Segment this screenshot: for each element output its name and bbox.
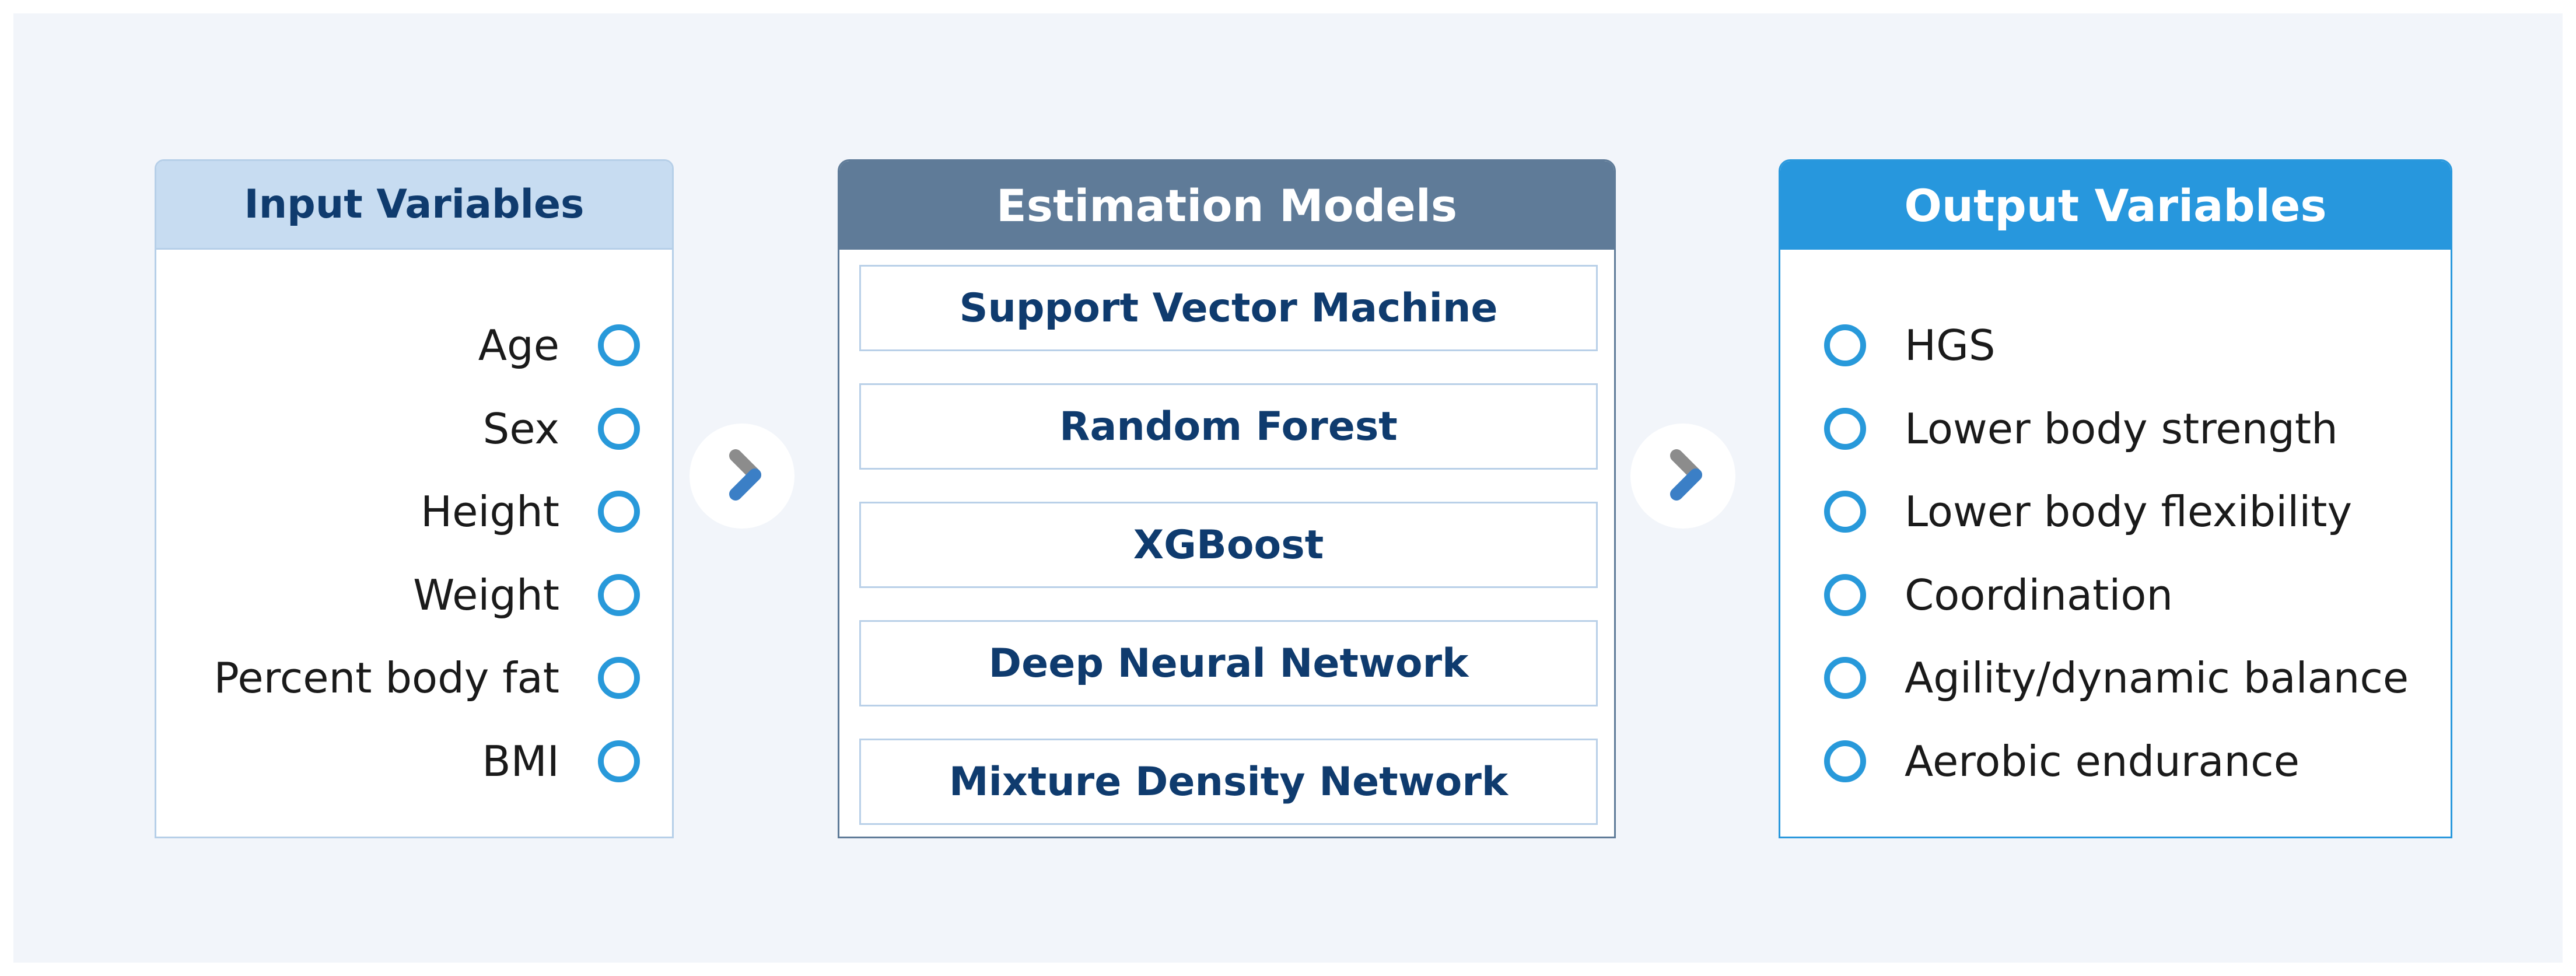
output-variables-title: Output Variables bbox=[1780, 161, 2451, 250]
input-variable-item: Age bbox=[156, 304, 672, 387]
circle-icon bbox=[598, 573, 640, 616]
input-variables-title: Input Variables bbox=[156, 161, 672, 250]
circle-icon bbox=[1824, 657, 1866, 699]
input-variable-label: Sex bbox=[482, 404, 559, 453]
output-variable-label: Lower body strength bbox=[1905, 404, 2338, 453]
output-variable-label: Aerobic endurance bbox=[1905, 736, 2300, 786]
circle-icon bbox=[598, 740, 640, 782]
input-variable-label: Percent body fat bbox=[214, 653, 559, 703]
input-variable-label: Height bbox=[420, 487, 559, 537]
circle-icon bbox=[598, 324, 640, 367]
circle-icon bbox=[1824, 407, 1866, 450]
input-variable-item: Height bbox=[156, 470, 672, 554]
estimation-models-panel: Estimation Models Support Vector Machine… bbox=[838, 159, 1616, 838]
input-variable-item: Sex bbox=[156, 387, 672, 471]
flow-arrow-2 bbox=[1630, 424, 1735, 529]
circle-icon bbox=[598, 491, 640, 533]
estimation-models-title: Estimation Models bbox=[839, 161, 1614, 250]
output-variable-label: Coordination bbox=[1905, 570, 2174, 620]
input-variable-label: Weight bbox=[413, 570, 559, 620]
model-box: XGBoost bbox=[859, 502, 1598, 588]
model-box: Random Forest bbox=[859, 383, 1598, 470]
output-variables-list: HGS Lower body strength Lower body flexi… bbox=[1780, 304, 2451, 803]
output-variable-label: Agility/dynamic balance bbox=[1905, 653, 2409, 703]
output-variable-item: Aerobic endurance bbox=[1780, 720, 2451, 803]
circle-icon bbox=[1824, 491, 1866, 533]
circle-icon bbox=[1824, 573, 1866, 616]
input-variable-item: BMI bbox=[156, 720, 672, 803]
output-variable-item: Lower body strength bbox=[1780, 387, 2451, 471]
output-variable-item: Lower body flexibility bbox=[1780, 470, 2451, 554]
model-box: Deep Neural Network bbox=[859, 620, 1598, 706]
circle-icon bbox=[598, 407, 640, 450]
circle-icon bbox=[1824, 740, 1866, 782]
output-variables-panel: Output Variables HGS Lower body strength… bbox=[1779, 159, 2452, 838]
output-variable-item: Coordination bbox=[1780, 554, 2451, 637]
model-box: Support Vector Machine bbox=[859, 265, 1598, 351]
input-variable-item: Percent body fat bbox=[156, 636, 672, 720]
output-variable-item: Agility/dynamic balance bbox=[1780, 636, 2451, 720]
output-variable-label: Lower body flexibility bbox=[1905, 487, 2353, 537]
input-variable-item: Weight bbox=[156, 554, 672, 637]
input-variables-list: Age Sex Height Weight Percent body fat B… bbox=[156, 304, 672, 803]
output-variable-label: HGS bbox=[1905, 321, 1996, 370]
flow-arrow-1 bbox=[690, 424, 794, 529]
diagram-background: Input Variables Age Sex Height Weight Pe… bbox=[13, 13, 2563, 963]
chevron-right-icon bbox=[1670, 449, 1702, 501]
input-variable-label: BMI bbox=[482, 736, 559, 786]
model-box: Mixture Density Network bbox=[859, 739, 1598, 825]
input-variable-label: Age bbox=[478, 321, 559, 370]
chevron-right-icon bbox=[729, 449, 761, 501]
input-variables-panel: Input Variables Age Sex Height Weight Pe… bbox=[155, 159, 674, 838]
circle-icon bbox=[598, 657, 640, 699]
output-variable-item: HGS bbox=[1780, 304, 2451, 387]
circle-icon bbox=[1824, 324, 1866, 367]
